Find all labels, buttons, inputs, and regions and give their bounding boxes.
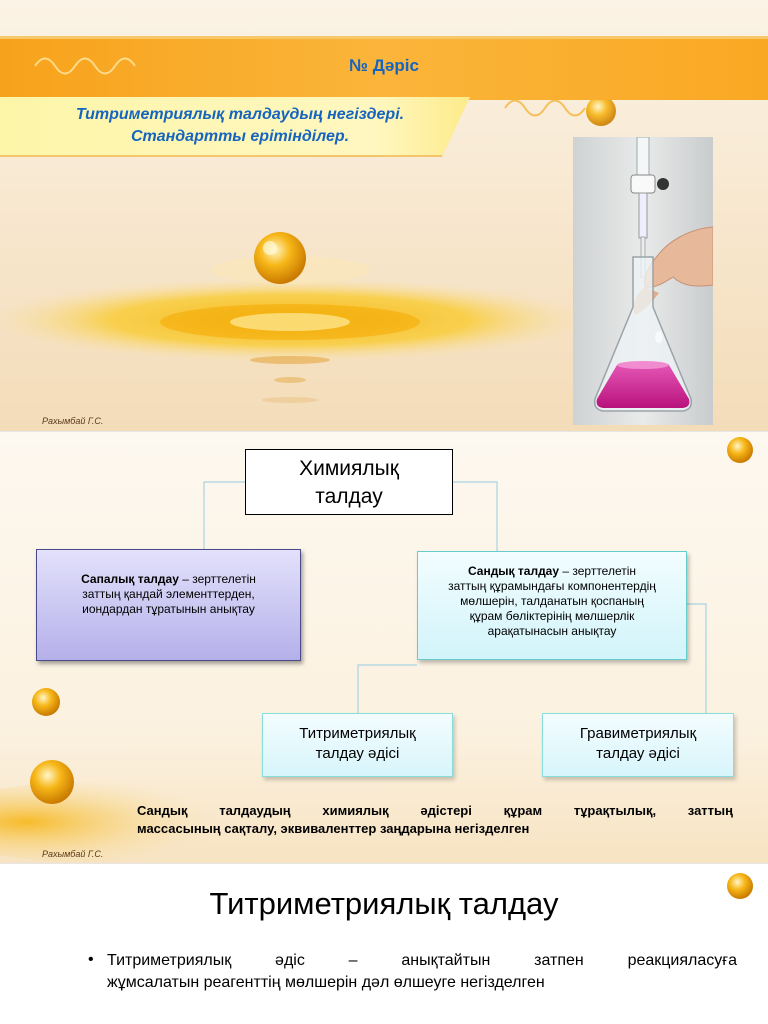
root-line-1: Химиялық	[299, 457, 399, 480]
background-decoration	[0, 96, 616, 403]
droplet-icon	[32, 688, 60, 716]
title-line-2: Стандартты ерітінділер.	[130, 128, 350, 145]
bullet-icon: •	[88, 951, 94, 968]
slide-analysis-diagram: Химиялық талдау Сапалық талдау – зерттел…	[0, 432, 768, 864]
header-line	[0, 36, 768, 39]
definition-text: Титриметриялық әдіс – анықтайтын затпен …	[107, 950, 737, 994]
quantitative-line-5: арақатынасын анықтау	[487, 624, 617, 638]
quantitative-line1-rest: – зерттелетін	[559, 564, 637, 578]
titrimetric-method-box: Титриметриялық талдау әдісі	[262, 713, 453, 777]
droplet-icon	[254, 232, 306, 284]
droplet-icon	[727, 437, 753, 463]
quantitative-line-3: мөлшерін, талданатын қоспаның	[460, 594, 644, 608]
diagram-connectors	[203, 481, 707, 713]
swirl-decoration-icon	[34, 57, 136, 75]
qualitative-line-1: Сапалық талдау – зерттелетін	[37, 572, 300, 587]
gravimetric-method-box: Гравиметриялық талдау әдісі	[542, 713, 734, 777]
background-decoration	[0, 437, 753, 862]
note-line-1: Сандық талдаудың химиялық әдістері құрам…	[137, 803, 733, 818]
quantitative-term: Сандық талдау	[467, 564, 560, 578]
note-line-2: массасының сақталу, эквиваленттер заңдар…	[137, 821, 530, 836]
titrimetric-line-2: талдау әдісі	[315, 745, 400, 762]
author: Рахымбай Г.С.	[42, 849, 104, 859]
quantitative-methods-note: Сандық талдаудың химиялық әдістері құрам…	[137, 802, 733, 838]
slide-titrimetric-analysis: Титриметриялық талдау • Титриметриялық ә…	[0, 864, 768, 1024]
gravimetric-line-2: талдау әдісі	[596, 745, 680, 762]
gravimetric-line-1: Гравиметриялық	[579, 725, 697, 742]
definition-line-1: Титриметриялық әдіс – анықтайтын затпен …	[107, 952, 737, 969]
qualitative-line-3: иондардан тұратынын анықтау	[82, 602, 255, 616]
qualitative-analysis-box: Сапалық талдау – зерттелетін заттың қанд…	[36, 549, 301, 661]
droplet-icon	[586, 96, 616, 126]
header-band	[0, 36, 768, 100]
quantitative-analysis-box: Сандық талдау – зерттелетін заттың құрам…	[417, 551, 687, 660]
author: Рахымбай Г.С.	[42, 416, 104, 426]
droplet-icon	[727, 873, 753, 899]
qualitative-line1-rest: – зерттелетін	[178, 572, 256, 586]
lecture-heading: № Дәріс	[349, 56, 419, 75]
quantitative-line-4: құрам бөліктерінің мөлшерлік	[469, 609, 635, 623]
chemical-analysis-box: Химиялық талдау	[245, 449, 453, 515]
slide-title: Титриметриялық талдау	[209, 886, 559, 921]
pink-solution	[596, 365, 690, 408]
qualitative-term: Сапалық талдау	[81, 572, 179, 586]
slide-lecture-title: № Дәріс Титриметриялық талдаудың негізде…	[0, 0, 768, 432]
quantitative-line-1: Сандық талдау – зерттелетін	[418, 564, 686, 579]
root-line-2: талдау	[315, 485, 383, 508]
titration-photo	[573, 136, 714, 425]
title-line-1: Титриметриялық талдаудың негіздері.	[75, 106, 405, 123]
lecture-title: Титриметриялық талдаудың негіздері. Стан…	[20, 104, 460, 148]
titrimetric-line-1: Титриметриялық	[299, 725, 416, 742]
swirl-decoration-icon	[504, 99, 586, 117]
qualitative-line-2: заттың қандай элементтерден,	[82, 587, 255, 601]
quantitative-line-2: заттың құрамындағы компонентердің	[448, 579, 656, 593]
droplet-icon	[30, 760, 74, 804]
title-box	[0, 97, 470, 157]
definition-line-2: жұмсалатын реагенттің мөлшерін дәл өлшеу…	[107, 974, 545, 991]
